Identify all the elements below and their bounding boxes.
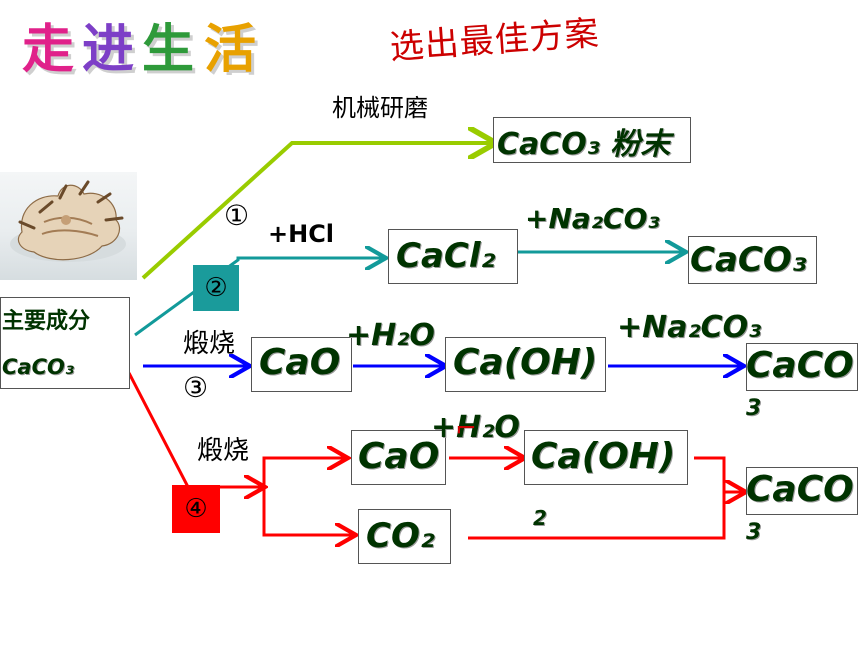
route4-product-subscript: 3 xyxy=(746,520,762,545)
route3-step1-label: 煅烧 xyxy=(183,329,236,359)
route3-product-subscript: 3 xyxy=(746,396,762,421)
route4-branch-up xyxy=(262,458,345,535)
route4-caoh-box xyxy=(524,430,688,485)
route1-arrow xyxy=(141,143,492,280)
route3-caoh-box xyxy=(445,337,606,392)
route2-product: CaCO₃ xyxy=(690,240,807,280)
route4-product-box xyxy=(746,467,858,515)
route1-product-text: CaCO₃ 粉末 xyxy=(497,127,671,162)
route4-co2-box xyxy=(358,509,451,564)
route1-step-label: 机械研磨 xyxy=(332,94,428,122)
seashell-image xyxy=(0,172,137,280)
source-box xyxy=(0,297,130,389)
route3-cao: CaO xyxy=(259,342,341,383)
route3-caoh: Ca(OH) xyxy=(453,342,598,383)
route3-product-box xyxy=(746,343,858,391)
route4-caoh: Ca(OH) xyxy=(531,436,676,477)
route2-intermediate-box xyxy=(388,229,518,284)
route2-intermediate: CaCl₂ xyxy=(396,236,496,276)
route3-step3-label: +Na₂CO₃ xyxy=(617,310,762,345)
route4-step1-label: 煅烧 xyxy=(197,436,250,466)
route1-product: CaCO₃ 粉末 xyxy=(497,119,670,163)
route2-marker: ② xyxy=(193,265,239,311)
source-label-formula: CaCO₃ xyxy=(2,355,75,379)
route4-step2-label: +H₂O xyxy=(431,410,520,445)
route2-step2-label: +Na₂CO₃ xyxy=(525,202,660,235)
route2-arrow-a xyxy=(134,258,383,337)
route4-marker: ④ xyxy=(172,485,220,533)
route4-caoh-subscript: 2 xyxy=(533,506,547,530)
title-char-2: 进 xyxy=(82,20,135,80)
route2-product-box xyxy=(688,236,817,284)
route3-product: CaCO xyxy=(746,345,854,386)
title-char-3: 生 xyxy=(142,20,195,80)
route2-step1-label: +HCl xyxy=(268,220,335,248)
route3-marker: ③ xyxy=(183,371,209,404)
route4-co2: CO₂ xyxy=(366,516,435,556)
route1-product-box xyxy=(493,117,691,163)
route4-from-caoh xyxy=(694,456,726,492)
route4-from-co2 xyxy=(468,492,726,540)
route4-overlap-mark: ⌐ xyxy=(455,414,477,444)
route4-cao: CaO xyxy=(358,436,440,477)
route4-product: CaCO xyxy=(746,469,854,510)
title-char-4: 活 xyxy=(204,20,257,80)
route3-step2-label: +H₂O xyxy=(346,318,435,353)
route4-cao-box xyxy=(351,430,446,485)
title-char-1: 走 xyxy=(22,20,75,80)
route4-branch-down xyxy=(262,485,353,535)
route1-marker: ① xyxy=(224,199,250,232)
route3-cao-box xyxy=(251,337,352,392)
source-label-main: 主要成分 xyxy=(2,309,91,334)
